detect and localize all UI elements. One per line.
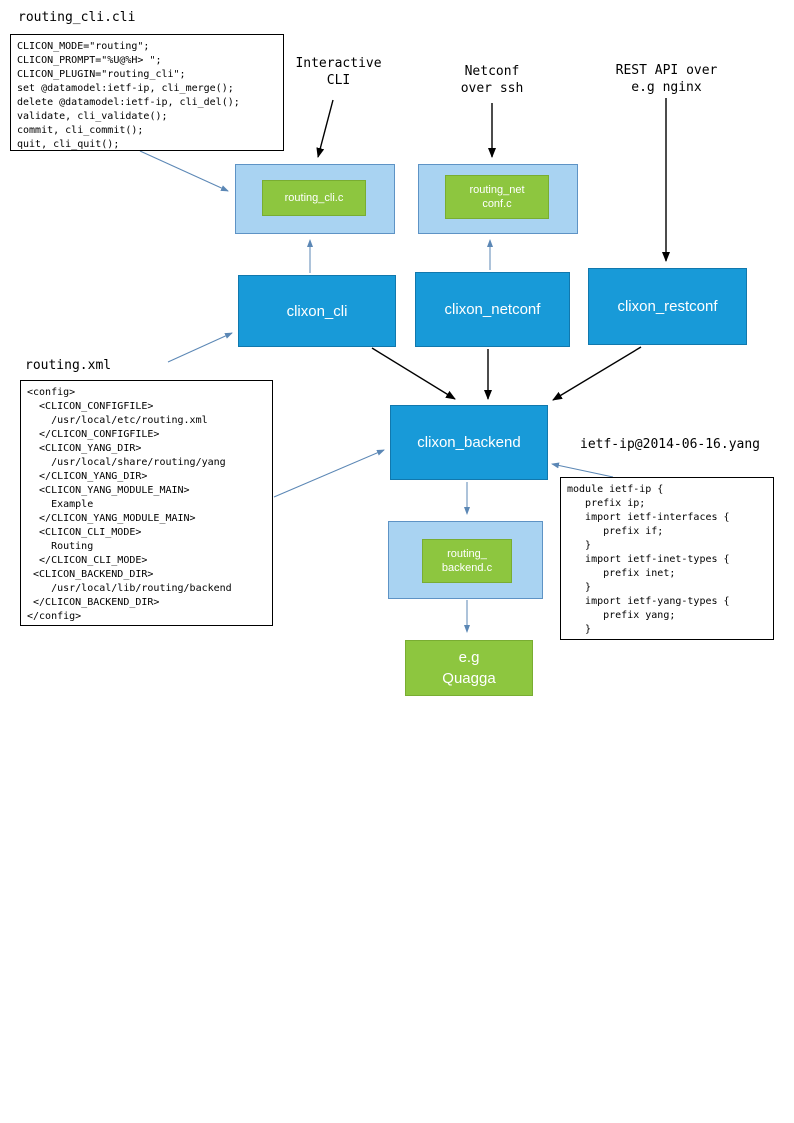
routing-backend-plugin: routing_ backend.c [422, 539, 512, 583]
arrow-clifile-to-routing-cli-plugin [139, 150, 229, 192]
xml-file-code: <config> <CLICON_CONFIGFILE> /usr/local/… [20, 380, 273, 626]
arrow-clixon-restconf-to-backend [552, 346, 642, 401]
arrow-yangfile-to-clixon-backend [551, 462, 614, 478]
label-rest-api: REST API over e.g nginx [615, 63, 718, 95]
label-interactive-cli: Interactive CLI [295, 56, 382, 88]
arrow-xmlfile-to-clixon-cli [167, 332, 233, 363]
arrow-interactive-cli-to-routing-cli-plugin [316, 99, 334, 158]
arrow-clixon-cli-to-backend [371, 347, 456, 400]
node-quagga: e.g Quagga [405, 640, 533, 696]
xml-file-title: routing.xml [25, 358, 112, 373]
node-clixon-cli: clixon_cli [238, 275, 396, 347]
yang-file-title: ietf-ip@2014-06-16.yang [580, 437, 761, 452]
routing-backend-plugin-container: routing_ backend.c [388, 521, 543, 599]
routing-cli-plugin-container: routing_cli.c [235, 164, 395, 234]
node-clixon-restconf: clixon_restconf [588, 268, 747, 345]
routing-netconf-plugin: routing_net conf.c [445, 175, 549, 219]
yang-file-code: module ietf-ip { prefix ip; import ietf-… [560, 477, 774, 640]
cli-file-code: CLICON_MODE="routing"; CLICON_PROMPT="%U… [10, 34, 284, 151]
routing-cli-plugin: routing_cli.c [262, 180, 366, 216]
routing-netconf-plugin-container: routing_net conf.c [418, 164, 578, 234]
node-clixon-backend: clixon_backend [390, 405, 548, 480]
node-clixon-netconf: clixon_netconf [415, 272, 570, 347]
arrow-xmlfile-to-clixon-backend [273, 449, 385, 498]
label-netconf-over-ssh: Netconf over ssh [460, 64, 524, 96]
cli-file-title: routing_cli.cli [18, 10, 136, 25]
